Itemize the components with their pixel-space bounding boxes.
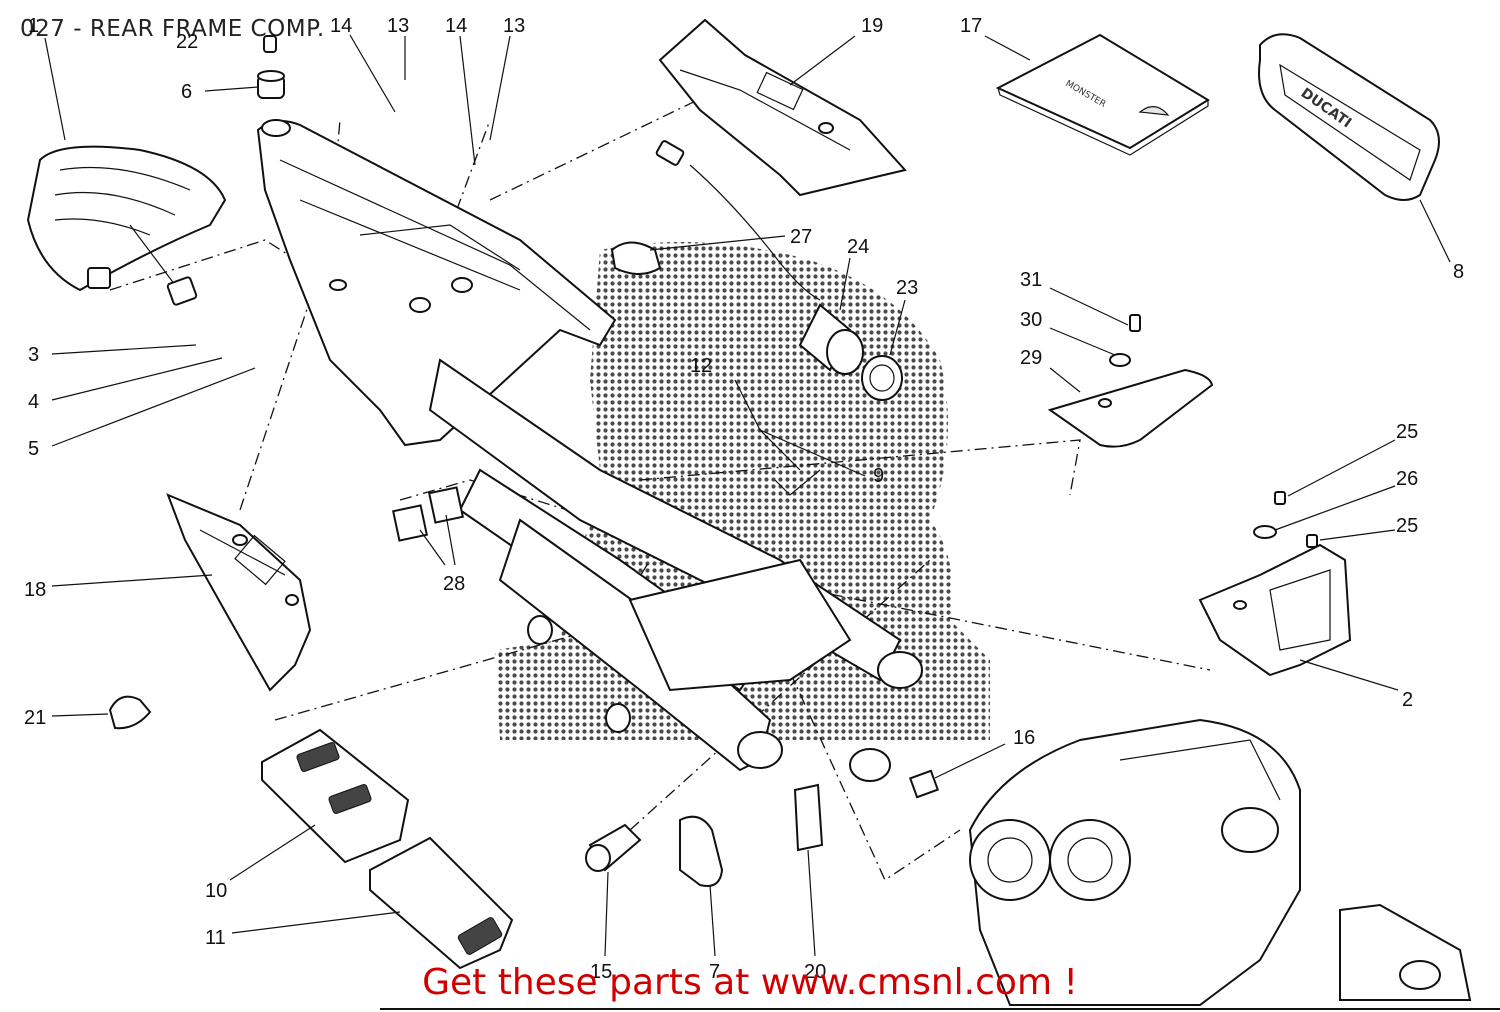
callout-label: 31 [1020, 269, 1042, 291]
tail-cover-part-8: DUCATI [1258, 33, 1440, 201]
callout-labels: 1 22 14 13 14 13 6 19 17 8 3 4 5 27 24 2… [24, 15, 1464, 983]
callout-label: 1 [28, 15, 39, 37]
callout-label: 29 [1020, 347, 1042, 369]
callout-label: 26 [1396, 468, 1418, 490]
callout-label: 14 [445, 15, 467, 37]
callout-label: 12 [690, 355, 712, 377]
pouch-part-10 [261, 728, 410, 864]
promo-banner: Get these parts at www.cmsnl.com ! [422, 962, 1078, 1003]
tail-light [26, 145, 227, 306]
callout-label: 3 [28, 344, 39, 366]
callout-label: 25 [1396, 421, 1418, 443]
callout-label: 8 [1453, 261, 1464, 283]
callout-label: 17 [960, 15, 982, 37]
callout-label: 7 [709, 961, 720, 983]
callout-label: 22 [176, 31, 198, 53]
callout-label: 24 [847, 236, 869, 258]
callout-label: 4 [28, 391, 39, 413]
callout-label: 9 [873, 465, 884, 487]
side-panel-part-18 [166, 493, 312, 692]
callout-label: 13 [387, 15, 409, 37]
callout-label: 18 [24, 579, 46, 601]
callout-label: 20 [804, 961, 826, 983]
callout-label: 21 [24, 707, 46, 729]
clip-part-16 [908, 769, 940, 799]
stickers-part-28 [392, 486, 464, 542]
callout-label: 30 [1020, 309, 1042, 331]
callout-label: 5 [28, 438, 39, 460]
callout-label: 10 [205, 880, 227, 902]
callout-label: 2 [1402, 689, 1413, 711]
bolt-part-15 [585, 823, 642, 872]
callout-label: 27 [790, 226, 812, 248]
callout-label: 16 [1013, 727, 1035, 749]
clip-part-21 [108, 695, 152, 730]
callout-label: 14 [330, 15, 352, 37]
callout-label: 23 [896, 277, 918, 299]
callout-label: 6 [181, 81, 192, 103]
side-panel-part-19 [658, 18, 907, 197]
owners-manual-part-17: MONSTER [995, 33, 1210, 156]
grommet-part-6 [257, 35, 285, 99]
bracket-part-2 [1198, 491, 1352, 677]
engine-block [968, 718, 1472, 1006]
cover-part-29 [1047, 314, 1214, 448]
callout-label: 28 [443, 573, 465, 595]
callout-label: 15 [590, 961, 612, 983]
case-part-11 [369, 836, 514, 970]
bracket-part-7 [679, 815, 724, 887]
leader-lines [44, 34, 1451, 957]
callout-label: 25 [1396, 515, 1418, 537]
sticker-part-20 [793, 783, 824, 852]
wiring-and-socket [610, 140, 903, 496]
callout-label: 11 [205, 927, 226, 949]
callout-label: 13 [503, 15, 525, 37]
callout-label: 19 [861, 15, 883, 37]
rear-frame [256, 119, 923, 782]
